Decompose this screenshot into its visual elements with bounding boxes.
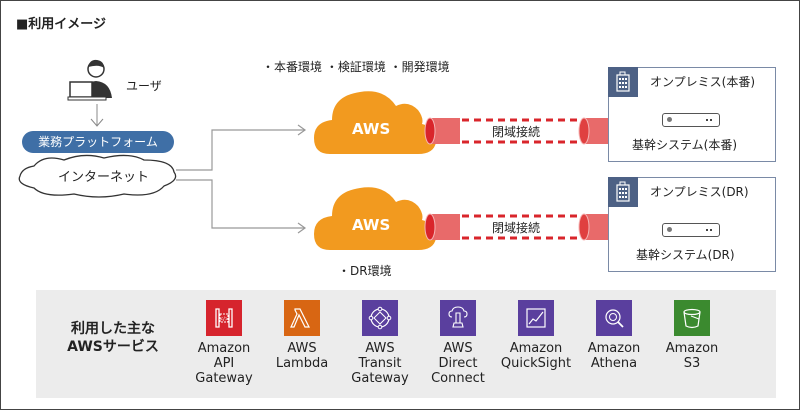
- aws-label-dr: AWS: [352, 216, 391, 234]
- line-to-aws-dr: [176, 179, 305, 229]
- quicksight-icon: [518, 300, 554, 336]
- services-heading-line2: AWSサービス: [67, 339, 159, 355]
- building-icon: [616, 71, 630, 92]
- server-dot: [710, 119, 712, 121]
- onprem-dr-title: オンプレミス(DR): [650, 185, 749, 199]
- transit-gateway-icon: [362, 300, 398, 336]
- closed-connection-pipe-primary: [424, 117, 608, 145]
- lambda-icon: [284, 300, 320, 336]
- server-icon-primary: [662, 113, 720, 127]
- building-icon-dr-bg: [608, 177, 638, 207]
- core-system-dr: 基幹システム(DR): [636, 248, 735, 262]
- server-led: [667, 117, 672, 122]
- closed-connection-label-primary: 閉域接続: [492, 125, 541, 139]
- s3-icon: [674, 300, 710, 336]
- services-heading-line1: 利用した主な: [71, 321, 155, 337]
- aws-cloud-dr-icon: [314, 187, 437, 250]
- arrow-head-primary: [297, 124, 307, 136]
- business-platform: 業務プラットフォーム: [22, 131, 174, 153]
- line-to-aws-primary: [176, 129, 305, 171]
- internet-label: インターネット: [58, 170, 150, 185]
- server-icon-dr: [662, 223, 720, 237]
- direct-connect-icon: [440, 300, 476, 336]
- closed-connection-label-dr: 閉域接続: [492, 221, 541, 235]
- server-dot: [706, 119, 708, 121]
- building-icon: [616, 181, 630, 202]
- arrow-head-dr: [297, 222, 307, 234]
- api-gateway-icon: </>: [206, 300, 242, 336]
- onprem-primary-title: オンプレミス(本番): [650, 75, 756, 89]
- core-system-primary: 基幹システム(本番): [632, 138, 738, 152]
- aws-label-primary: AWS: [352, 120, 391, 138]
- server-dot: [706, 229, 708, 231]
- aws-cloud-primary-icon: [314, 91, 437, 154]
- user-label: ユーザ: [126, 79, 162, 93]
- closed-connection-pipe-dr: [424, 213, 608, 241]
- server-dot: [710, 229, 712, 231]
- dr-env-label: ・DR環境: [338, 264, 392, 278]
- user-at-laptop-icon: [67, 59, 112, 101]
- server-led: [667, 227, 672, 232]
- building-icon-primary-bg: [608, 67, 638, 97]
- primary-env-list: ・本番環境 ・検証環境 ・開発環境: [262, 60, 450, 74]
- athena-icon: [596, 300, 632, 336]
- services-heading: 利用した主な AWSサービス: [58, 320, 168, 356]
- user-arrow-head: [90, 118, 104, 127]
- svg-text:</>: </>: [219, 317, 229, 323]
- internet-cloud-icon: [18, 154, 177, 198]
- diagram-title: ■利用イメージ: [16, 17, 107, 32]
